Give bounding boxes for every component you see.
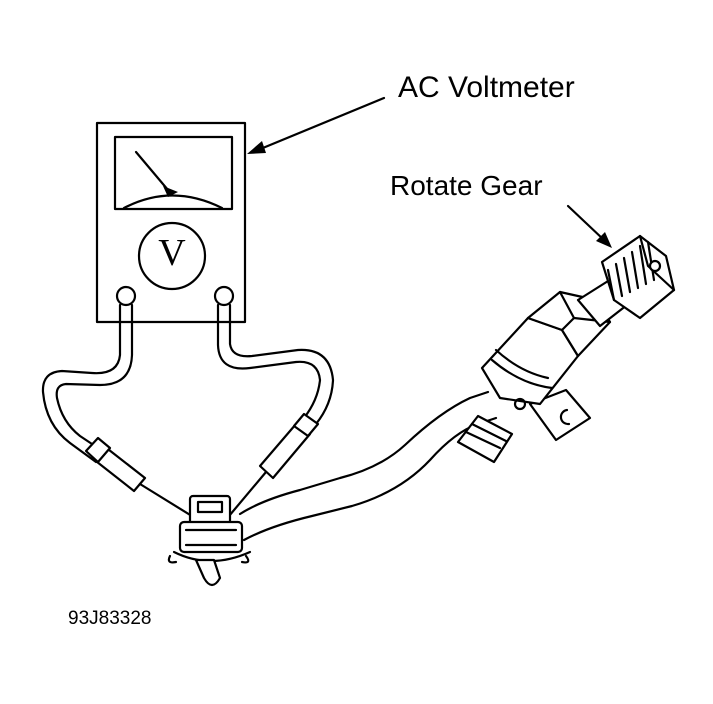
meter-label-arrow xyxy=(247,96,386,154)
sensor-cable xyxy=(238,390,498,542)
gear-label-arrow xyxy=(566,204,612,248)
figure-id: 93J83328 xyxy=(68,608,152,629)
voltmeter xyxy=(95,121,247,324)
left-test-lead xyxy=(41,303,210,528)
speed-sensor xyxy=(456,234,676,464)
harness-connector xyxy=(167,494,252,587)
label-ac-voltmeter: AC Voltmeter xyxy=(398,71,575,104)
right-test-lead xyxy=(216,303,335,524)
label-rotate-gear: Rotate Gear xyxy=(390,170,543,201)
voltmeter-symbol: V xyxy=(158,232,186,274)
